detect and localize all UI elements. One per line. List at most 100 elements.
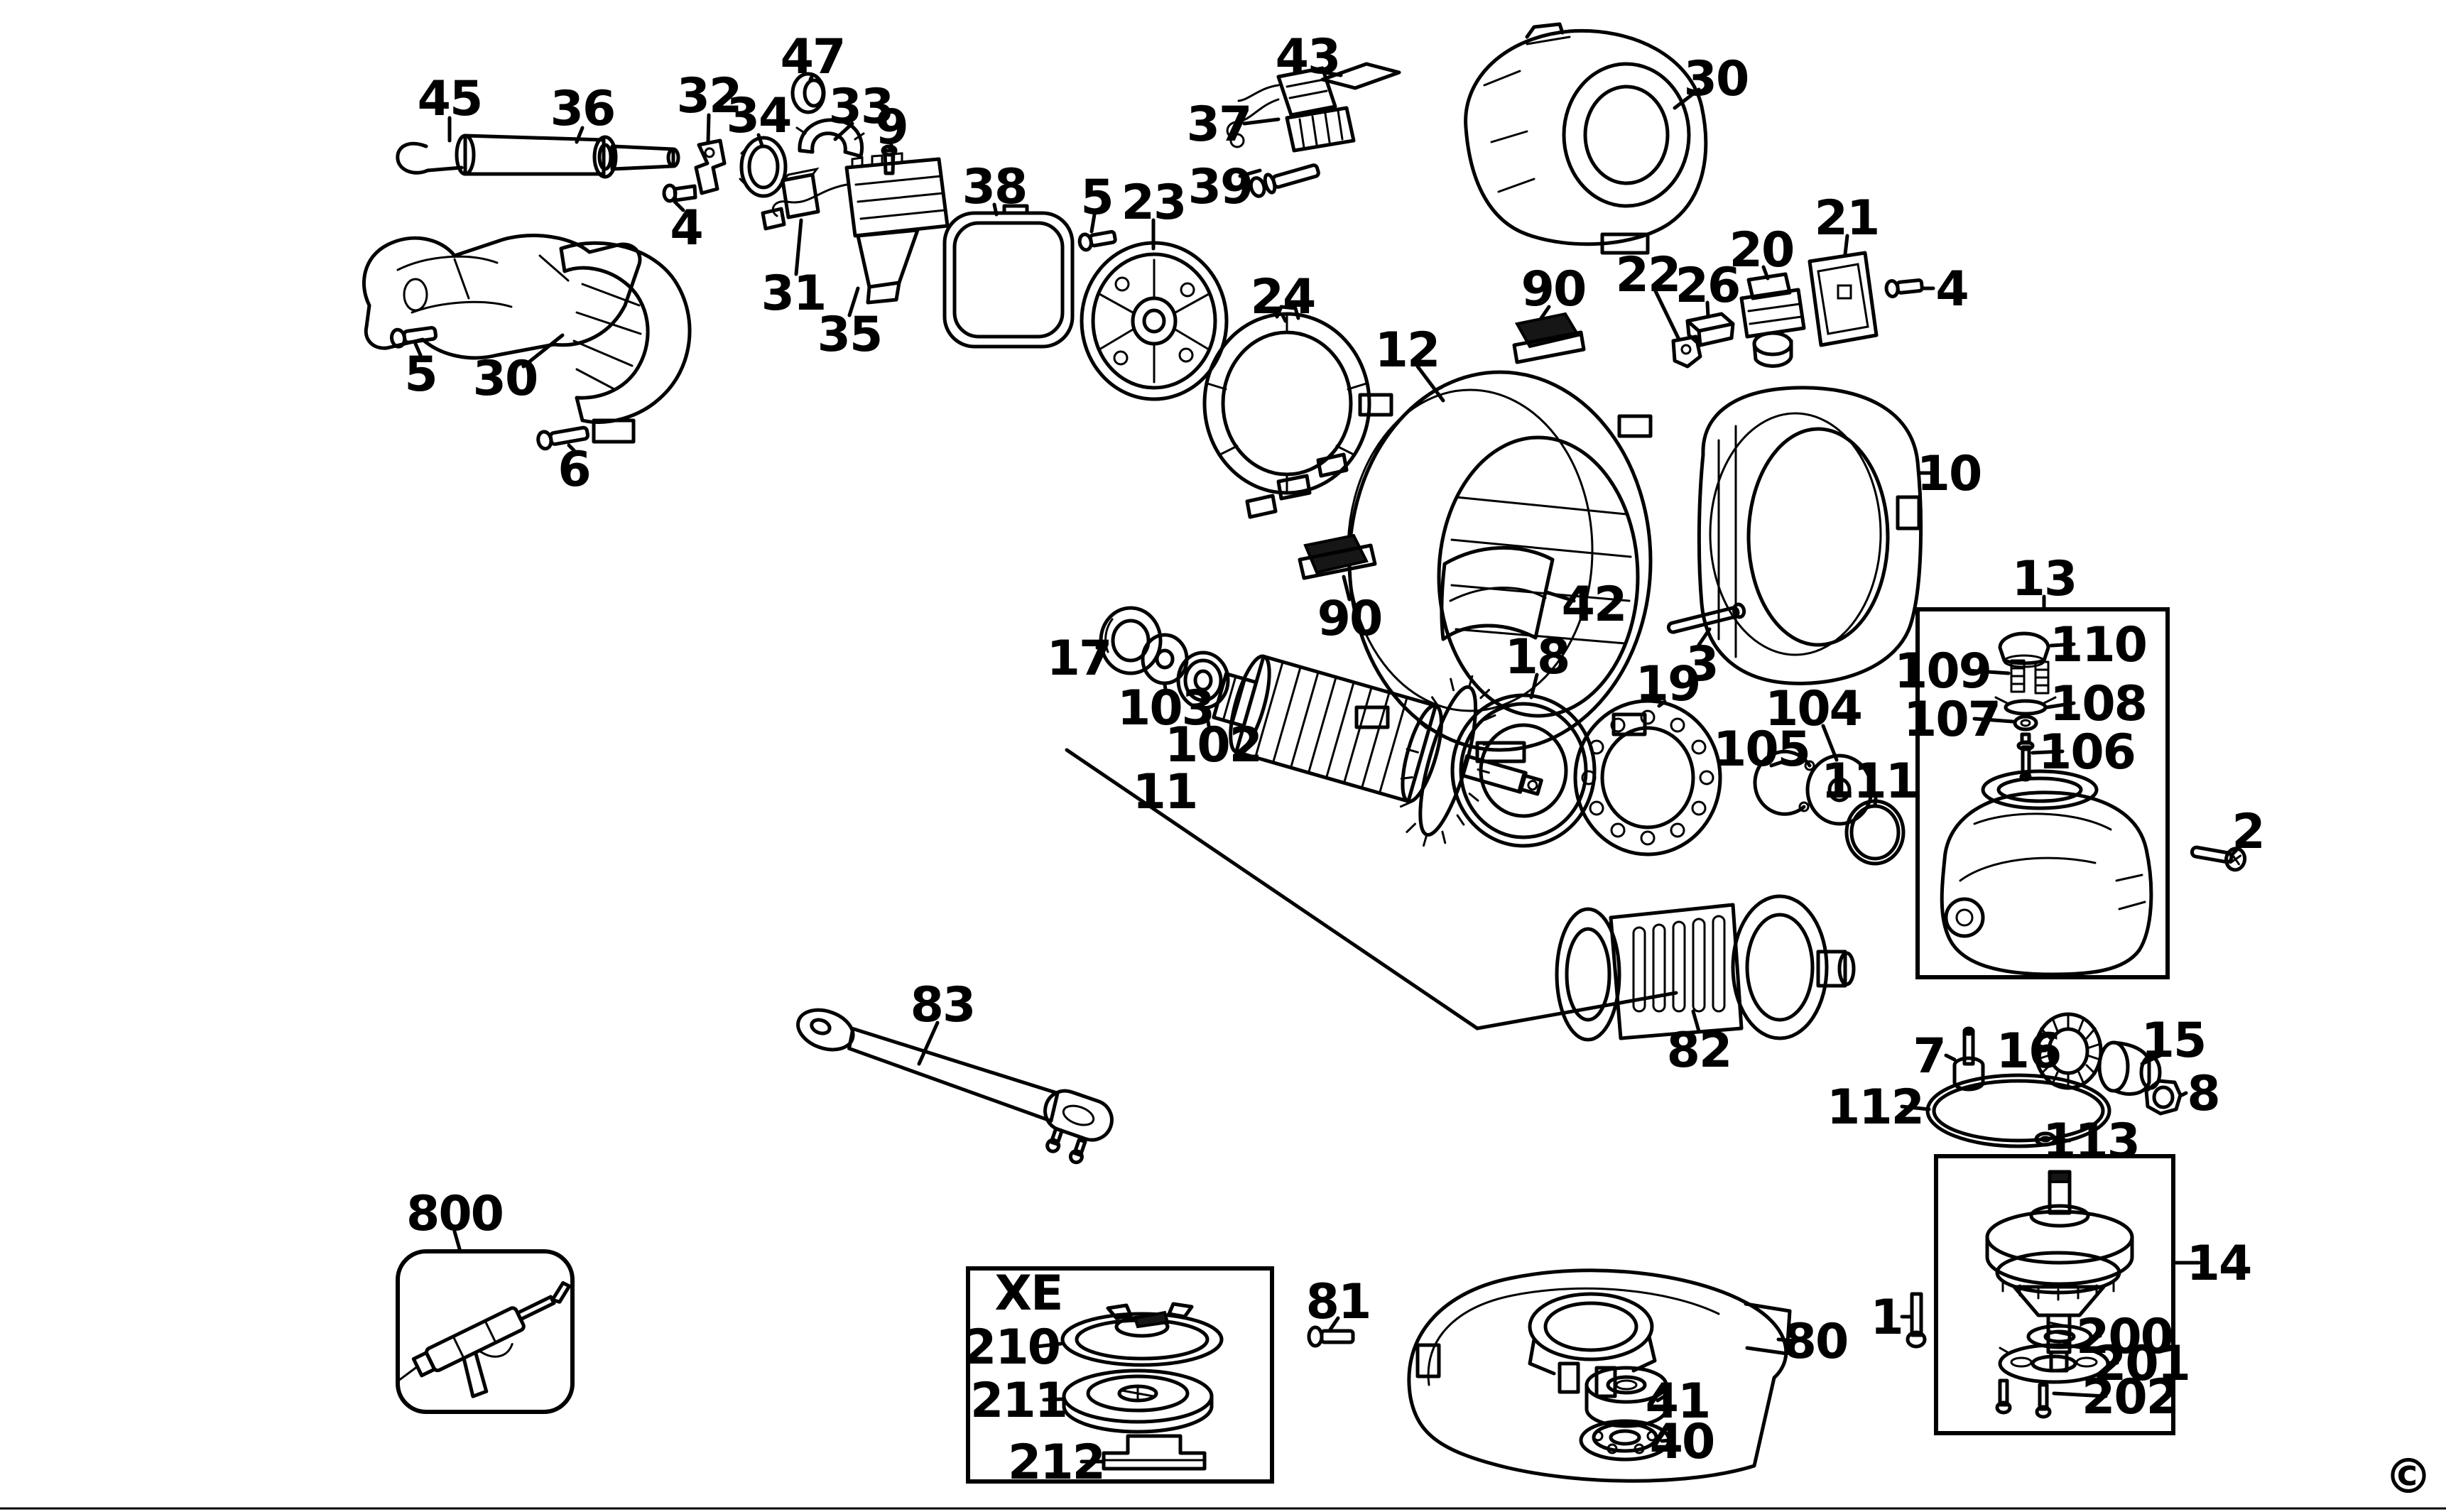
leader-line-16 xyxy=(2033,1048,2048,1053)
leader-line-11 xyxy=(1475,991,1678,1030)
part-label-40-66: 40 xyxy=(1650,1414,1714,1470)
leader-line-34 xyxy=(756,133,764,148)
leader-line-7 xyxy=(1944,1053,1957,1062)
leader-line-32 xyxy=(706,113,711,144)
part-label-7-48: 7 xyxy=(1913,1028,1945,1084)
gear-housing-cluster-30 xyxy=(362,234,692,444)
o-ring-111 xyxy=(1844,799,1906,866)
switch-35 xyxy=(761,152,950,305)
leader-line-35 xyxy=(847,286,860,317)
leader-line-5 xyxy=(413,342,423,357)
part-label-800-59: 800 xyxy=(406,1186,503,1242)
leader-line-104 xyxy=(1821,724,1839,762)
part-label-109-43: 109 xyxy=(1894,643,1991,700)
part-label-103-38: 103 xyxy=(1117,680,1214,736)
part-label-82-68: 82 xyxy=(1667,1023,1732,1079)
leader-line-81 xyxy=(1328,1316,1340,1332)
switch-plate-37 xyxy=(1226,66,1356,153)
part-label-20-25: 20 xyxy=(1729,222,1794,278)
part-label-9-6: 9 xyxy=(875,99,907,156)
kit-xe-label: XE xyxy=(995,1266,1062,1322)
leader-line-113 xyxy=(2053,1138,2072,1143)
part-label-19-33: 19 xyxy=(1636,656,1700,712)
leader-line-200 xyxy=(2090,1334,2102,1339)
housing-30-top xyxy=(1464,22,1708,255)
part-label-202-58: 202 xyxy=(2082,1369,2178,1425)
leader-line-83 xyxy=(917,1021,940,1066)
kit13-clip-108 xyxy=(1994,696,2057,716)
leader-line-105 xyxy=(1769,759,1786,768)
leader-line-82 xyxy=(1691,1009,1701,1033)
part-label-30-14: 30 xyxy=(473,351,538,407)
screw-1 xyxy=(1906,1292,1927,1349)
air-filter-38 xyxy=(942,204,1075,349)
shim-42 xyxy=(1440,545,1555,641)
kit13-gear-case xyxy=(1940,769,2153,977)
leader-line-20 xyxy=(1761,265,1770,281)
kit-14-box xyxy=(1934,1154,2175,1435)
screw-6 xyxy=(536,425,590,451)
part-label-15-50: 15 xyxy=(2141,1013,2206,1069)
leader-line-108 xyxy=(2045,701,2076,709)
part-label-106-46: 106 xyxy=(2038,724,2135,781)
part-label-33-5: 33 xyxy=(829,79,893,135)
part-label-12-20: 12 xyxy=(1375,322,1440,379)
part-label-90-21: 90 xyxy=(1521,261,1586,317)
leader-line-210 xyxy=(1035,1342,1063,1349)
armature-11 xyxy=(1212,654,1543,847)
kit13-springs-109 xyxy=(2010,659,2050,695)
leader-line-39 xyxy=(1238,168,1262,178)
screws-202 xyxy=(1995,1378,2052,1419)
part-label-37-17: 37 xyxy=(1187,97,1251,153)
switch-module-20 xyxy=(1739,272,1806,368)
part-label-108-44: 108 xyxy=(2050,676,2146,732)
leader-line-110 xyxy=(2049,642,2076,648)
screw-39 xyxy=(1249,163,1320,198)
part-label-22-23: 22 xyxy=(1616,247,1680,303)
leader-line-31 xyxy=(794,218,803,276)
clamp-33 xyxy=(795,118,865,158)
kit13-washer-107 xyxy=(2013,714,2038,731)
part-label-211-61: 211 xyxy=(970,1373,1067,1429)
leader-line-33 xyxy=(833,121,854,141)
part-label-30-22: 30 xyxy=(1684,51,1749,107)
leader-line-47 xyxy=(808,73,815,82)
bearing-102 xyxy=(1176,651,1230,710)
part-label-11-40: 11 xyxy=(1133,764,1197,820)
leader-line-12 xyxy=(1415,364,1445,403)
part-label-80-64: 80 xyxy=(1783,1314,1848,1370)
part-label-6-15: 6 xyxy=(558,442,589,498)
cover-plate-21 xyxy=(1808,251,1879,347)
brush-holder-parts xyxy=(1245,452,1349,519)
leader-line-42 xyxy=(1545,590,1576,603)
leader-line-24 xyxy=(1281,313,1288,323)
part-label-5-13: 5 xyxy=(404,347,436,403)
screw-4-left xyxy=(662,183,697,203)
leader-line-19 xyxy=(1657,700,1667,708)
kit-800-box xyxy=(396,1249,575,1414)
part-label-110-42: 110 xyxy=(2050,617,2146,673)
terminal-26 xyxy=(1685,312,1735,347)
part-label-45-0: 45 xyxy=(418,71,482,127)
brush-90-top xyxy=(1512,312,1586,364)
leader-line-38 xyxy=(992,202,999,217)
part-label-200-56: 200 xyxy=(2076,1309,2173,1365)
leader-line-102 xyxy=(1204,708,1211,728)
part-label-38-10: 38 xyxy=(962,159,1027,215)
bearing-ring-19 xyxy=(1573,699,1722,856)
part-label-18-32: 18 xyxy=(1505,629,1570,685)
screw-5-left xyxy=(390,326,438,349)
leader-line-90 xyxy=(1342,575,1352,602)
leader-line-15 xyxy=(2140,1053,2163,1066)
part-label-35-9: 35 xyxy=(817,307,882,363)
spanner-wrench-83 xyxy=(796,1008,1114,1165)
leader-line-3 xyxy=(1697,627,1712,647)
part-label-107-45: 107 xyxy=(1903,692,2000,748)
part-label-212-62: 212 xyxy=(1008,1435,1104,1491)
screw-81 xyxy=(1307,1325,1355,1348)
fan-baffle-23 xyxy=(1080,241,1229,401)
part-label-210-60: 210 xyxy=(963,1320,1060,1376)
block-31 xyxy=(781,167,820,219)
side-handle-rod xyxy=(396,134,680,179)
